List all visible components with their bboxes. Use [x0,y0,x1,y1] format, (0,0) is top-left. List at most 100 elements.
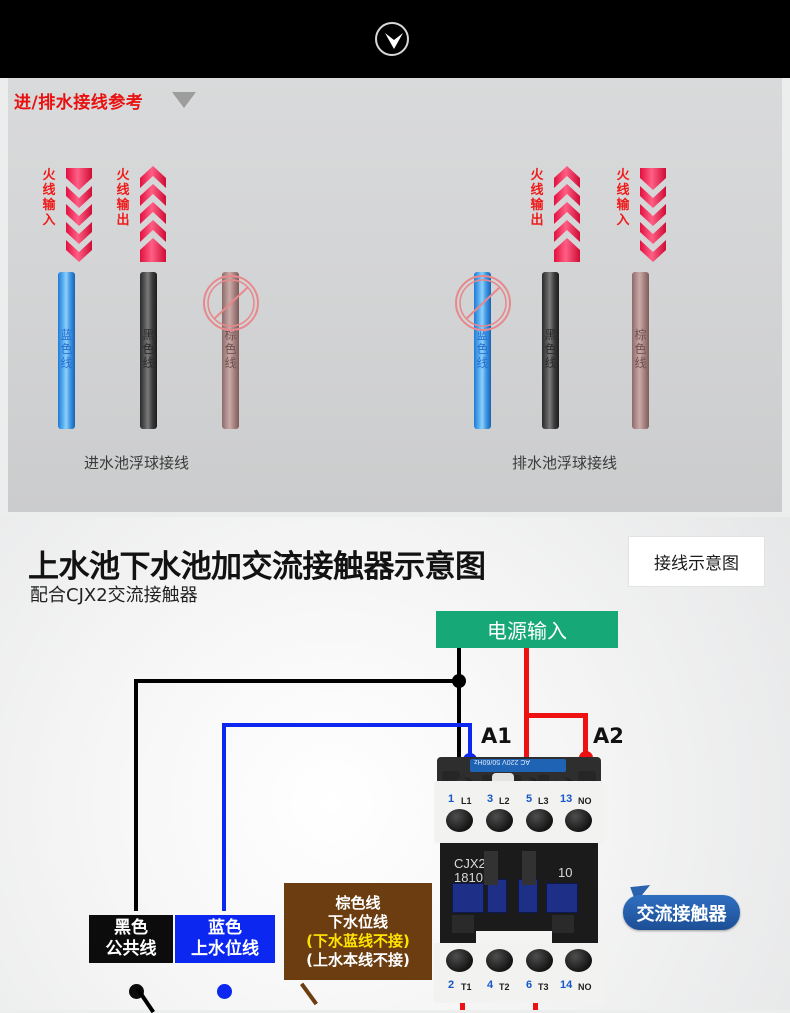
diagram-caption-right: 排水池浮球接线 [512,454,618,472]
wire-label: 蓝色线 [476,328,489,370]
wire-black-left: 黑色线 [140,272,157,429]
wire-brown-right: 棕色线 [632,272,649,429]
terminal-sub: L1 [461,796,472,806]
arrow-label: 火线输入 [42,168,56,228]
contactor-slot [552,915,574,933]
chevron-down-arrow-icon [636,166,670,262]
model-line-2: 1810 [454,870,483,885]
terminal-number: 4 [487,979,494,991]
wire-black-right: 黑色线 [542,272,559,429]
terminal-screw-14[interactable] [565,949,592,972]
terminal-screw-4[interactable] [486,949,513,972]
wire-brown-left: 棕色线 [222,272,239,429]
contactor-pad [546,883,578,913]
arrow-group-hot-in-left: 火线输入 [40,166,104,266]
label-line-4: (上水本线不接) [306,950,410,969]
label-line-2: 下水位线 [327,912,388,931]
terminal-screw-6[interactable] [526,949,553,972]
page-title: 上水池下水池加交流接触器示意图 [28,549,486,585]
triangle-down-icon[interactable] [172,92,196,108]
terminal-number: 13 [560,793,573,805]
chevron-down-circle-icon[interactable] [375,22,409,56]
wire-blue-right: 蓝色线 [474,272,491,429]
terminal-number: 1 [448,793,455,805]
terminal-number: 6 [526,979,533,991]
terminal-sub: L3 [538,796,549,806]
chevron-up-arrow-icon [136,166,170,262]
arrow-group-hot-out-left: 火线输出 [114,166,178,266]
label-black-common: 黑色 公共线 [89,915,173,963]
top-black-bar [0,0,790,78]
contactor-coil-label: AC 220V 50/60Hz [470,759,566,772]
terminal-screw-3[interactable] [486,809,513,832]
terminal-screw-13[interactable] [565,809,592,832]
contactor-rail [522,851,536,885]
contactor-slot [452,915,474,933]
chevron-up-arrow-icon [550,166,584,262]
no-entry-icon [452,272,514,334]
wire-blue-left: 蓝色线 [58,272,75,429]
contactor-device: AC 220V 50/60Hz 1 L1 3 L2 5 L3 13 NO CJX… [434,757,604,1010]
wire-red-vertical-main [524,648,529,819]
arrow-label: 火线输入 [616,168,630,228]
reference-panel-title: 进/排水接线参考 [14,93,144,113]
contactor-pad [452,883,484,913]
coil-voltage-text: AC 220V 50/60Hz [474,759,531,765]
wire-label: 黑色线 [142,328,155,370]
wire-blue-left-drop [222,723,226,911]
arrow-label: 火线输出 [116,168,130,228]
label-line-2: 公共线 [105,939,157,959]
terminal-screw-5[interactable] [526,809,553,832]
wire-black-horizontal [134,679,461,683]
power-input-label: 电源输入 [436,611,618,648]
diagram-caption-left: 进水池浮球接线 [84,454,190,472]
wire-black-vertical-main [457,648,461,784]
terminal-label-a2: A2 [593,724,624,748]
label-line-3: (下水蓝线不接) [306,931,410,950]
no-entry-icon [200,272,262,334]
terminal-sub: T1 [461,982,472,992]
wire-blue-horizontal [222,723,472,727]
wire-label: 棕色线 [634,328,647,370]
terminal-screw-2[interactable] [446,949,473,972]
terminal-sub: NO [578,796,592,806]
chevron-down-arrow-icon [62,166,96,262]
wire-label: 蓝色线 [60,328,73,370]
label-line-2: 上水位线 [191,939,259,959]
contactor-body: CJX2 1810 10 [440,843,598,943]
label-line-1: 棕色线 [335,893,381,912]
wire-red-to-a2 [583,713,588,758]
arrow-group-hot-in-right: 火线输入 [614,166,678,266]
contactor-model: CJX2 1810 [454,857,486,885]
terminal-sub: NO [578,982,592,992]
reference-panel [8,78,782,512]
contactor-aux-code: 10 [558,865,573,880]
terminal-sub: T2 [499,982,510,992]
terminal-number: 14 [560,979,573,991]
wire-label: 黑色线 [544,328,557,370]
arrow-group-hot-out-right: 火线输出 [528,166,592,266]
terminal-label-a1: A1 [481,724,512,748]
label-line-1: 蓝色 [208,918,242,938]
model-line-1: CJX2 [454,856,486,871]
terminal-sub: T3 [538,982,549,992]
junction-dot-blue-bottom [217,984,232,999]
terminal-screw-1[interactable] [446,809,473,832]
callout-contactor: 交流接触器 [623,895,740,930]
terminal-sub: L2 [499,796,510,806]
wire-black-left-drop [134,679,138,911]
arrow-label: 火线输出 [530,168,544,228]
label-line-1: 黑色 [114,918,148,938]
page-subtitle: 配合CJX2交流接触器 [30,585,198,606]
terminal-number: 3 [487,793,494,805]
contactor-rail [484,851,498,885]
status-badge: 接线示意图 [629,537,764,586]
label-brown-lower-level: 棕色线 下水位线 (下水蓝线不接) (上水本线不接) [284,883,432,980]
wire-label: 棕色线 [224,328,237,370]
junction-dot-black [452,674,466,688]
wire-red-branch [524,713,588,718]
terminal-number: 5 [526,793,533,805]
label-blue-upper-level: 蓝色 上水位线 [175,915,275,963]
wire-blue-to-a1 [468,723,472,761]
